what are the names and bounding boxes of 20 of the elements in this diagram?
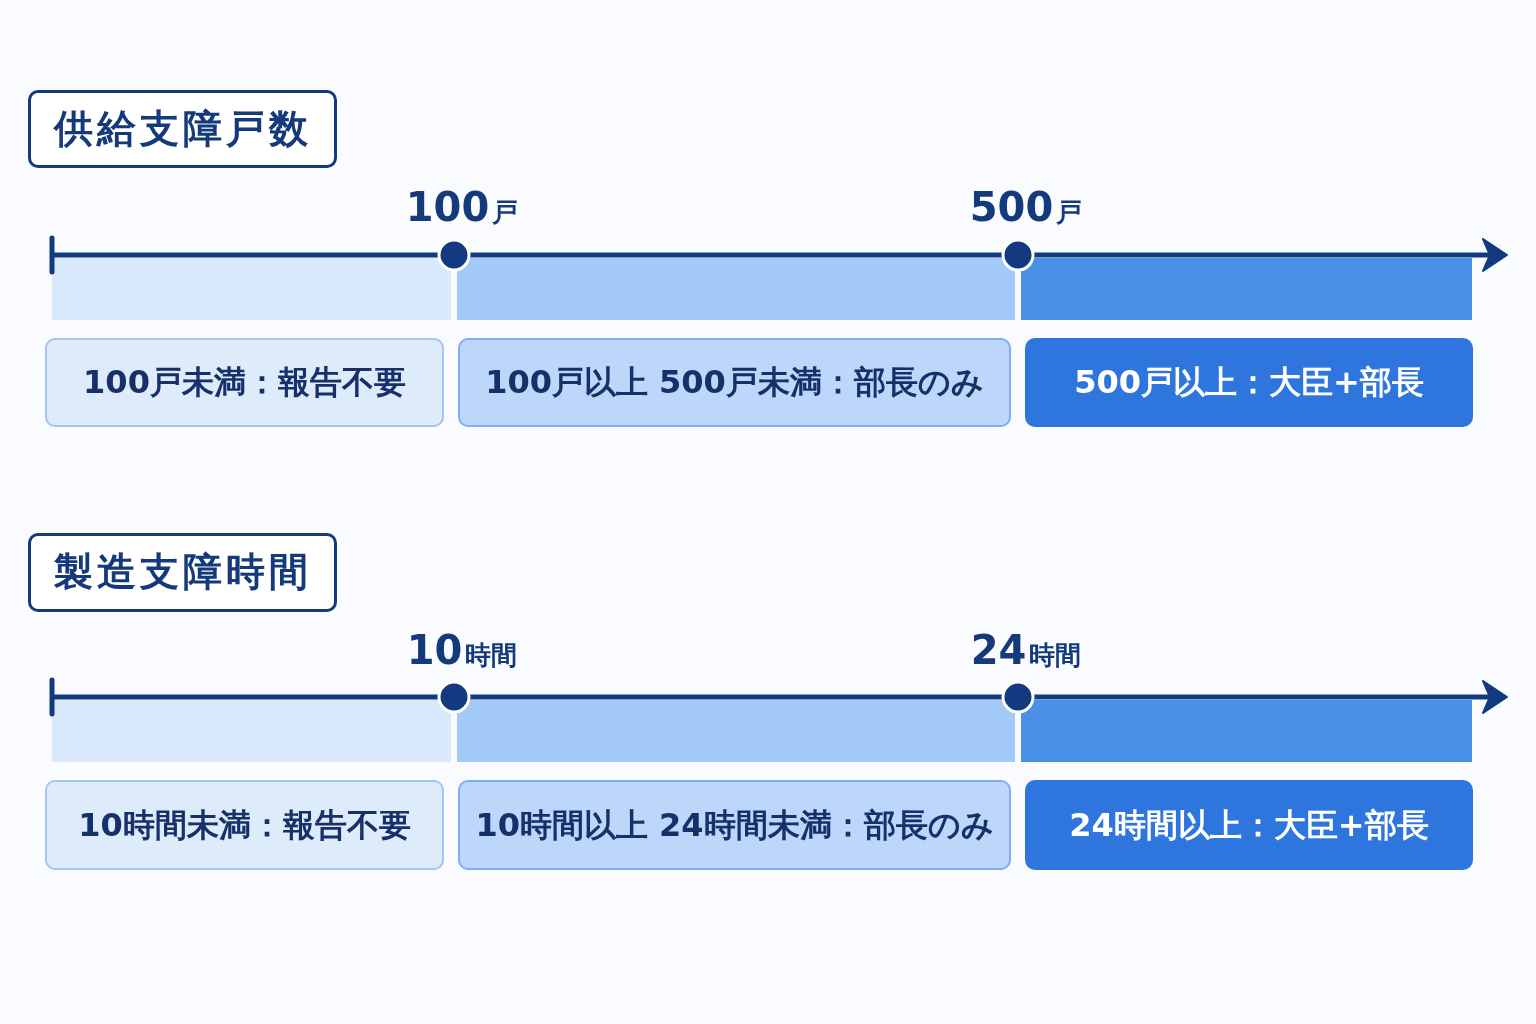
range-text: 24時間以上：大臣+部長 (1069, 806, 1429, 844)
range-text: 500戸以上：大臣+部長 (1074, 364, 1424, 401)
range-box (45, 780, 444, 870)
range-text: 100戸未満：報告不要 (83, 364, 406, 401)
section-heading-box (28, 90, 337, 168)
threshold-label: 10時間 (406, 628, 518, 672)
threshold-label: 100戸 (405, 185, 519, 229)
section-heading-box (28, 533, 337, 612)
range-text: 100戸以上 500戸未満：部長のみ (485, 364, 984, 401)
range-box (1025, 338, 1473, 427)
range-text: 10時間未満：報告不要 (78, 806, 411, 844)
range-box (1025, 780, 1473, 870)
threshold-label: 24時間 (970, 628, 1082, 672)
range-box (45, 338, 444, 427)
range-box (458, 780, 1011, 870)
range-box (458, 338, 1011, 427)
threshold-label: 500戸 (969, 185, 1083, 229)
range-text: 10時間以上 24時間未満：部長のみ (475, 806, 994, 844)
heading-text: 製造支障時間 (53, 550, 312, 595)
heading-text: 供給支障戸数 (53, 106, 312, 152)
